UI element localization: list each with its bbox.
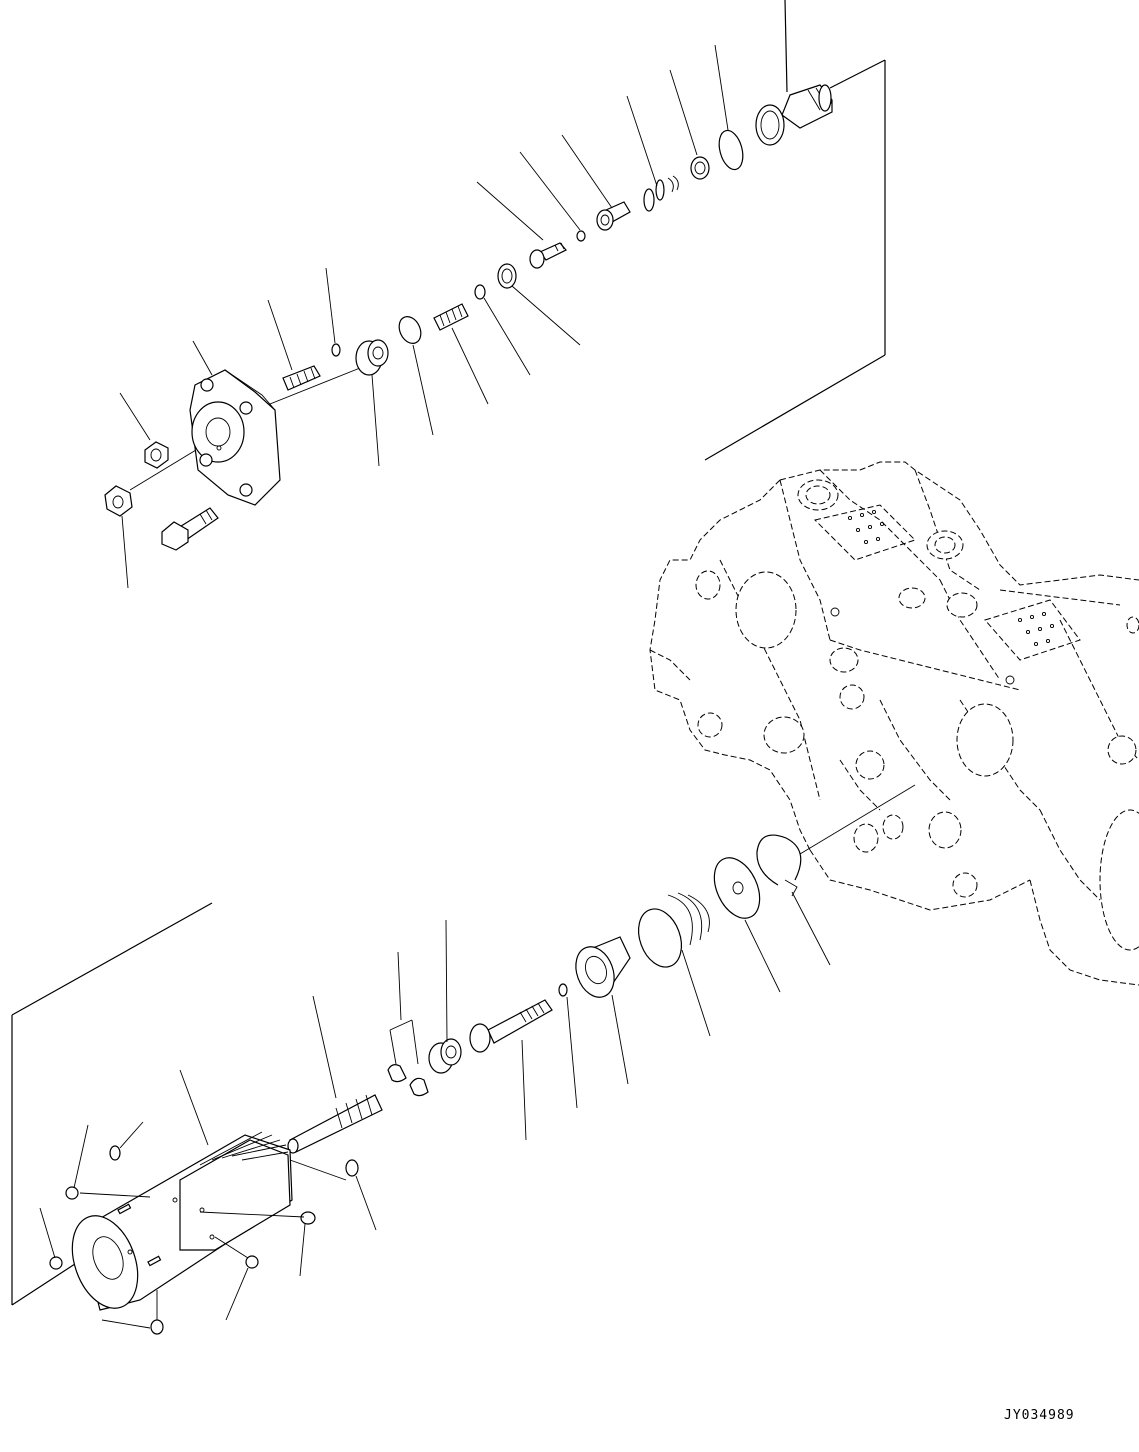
upper-adjust-screw [282,365,321,391]
lower-snap-ring [756,834,802,897]
lower-cup [575,936,631,998]
lower-small-plugs [49,1145,316,1335]
upper-o-ring-large [718,129,744,171]
upper-nut-1 [144,441,169,469]
upper-o-ring-mid [398,316,422,344]
pump-ports [695,479,1139,951]
lower-group-frame [11,784,916,1306]
lower-spool [287,1094,383,1154]
upper-bolt [161,507,219,551]
upper-small-ring [576,230,586,242]
upper-shims [643,175,679,212]
upper-pin [529,242,567,269]
upper-piston [596,201,631,231]
upper-plug [355,339,389,376]
lower-washer [713,857,761,919]
upper-group-frame [704,0,886,461]
upper-cover-flange [189,369,281,506]
pump-body-outline [649,461,1139,986]
lower-cylinder-housing [71,1131,293,1311]
upper-nut-2 [104,485,133,517]
upper-ball [331,343,341,357]
upper-leader-lines [119,44,729,589]
upper-seat-ring [690,156,710,180]
lower-split-collars [387,1019,429,1097]
upper-axis-line [254,367,361,411]
lower-long-bolt [469,999,553,1053]
upper-o-ring-small [474,284,486,300]
upper-sleeve-part [755,84,833,146]
upper-axis-line-2 [129,449,197,491]
figure-reference-code: JY034989 [1004,1408,1075,1423]
upper-spring [433,303,469,331]
lower-leader-lines [39,891,831,1329]
lower-plug [289,1159,359,1181]
lower-small-ring [558,983,568,997]
upper-spring-seat [497,263,517,289]
control-block-face [814,504,1081,685]
lower-cap-nut [428,1038,462,1074]
lower-spring [637,892,710,968]
